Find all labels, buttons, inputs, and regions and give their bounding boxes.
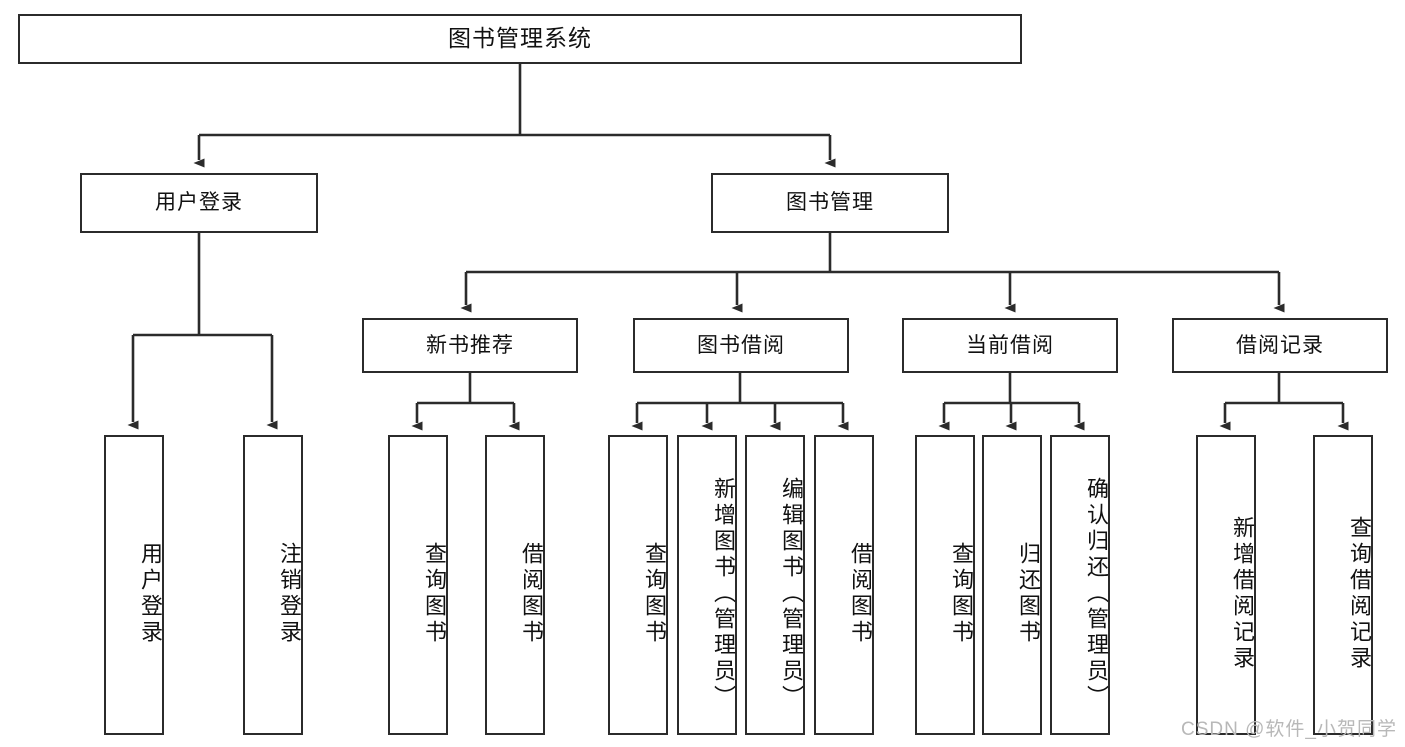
leaf-record-query-borrow-record[interactable]: 查询借阅记录 — [1313, 435, 1373, 735]
leaf-borrow-add-book-admin[interactable]: 新增图书（管理员） — [677, 435, 737, 735]
node-borrow-record[interactable]: 借阅记录 — [1172, 318, 1388, 373]
node-new-book-recommend[interactable]: 新书推荐 — [362, 318, 578, 373]
leaf-borrow-borrow-books[interactable]: 借阅图书 — [814, 435, 874, 735]
node-book-management[interactable]: 图书管理 — [711, 173, 949, 233]
leaf-user-login-signout[interactable]: 注销登录 — [243, 435, 303, 735]
leaf-user-login-signin[interactable]: 用户登录 — [104, 435, 164, 735]
leaf-label: 查询借阅记录 — [1347, 516, 1372, 672]
leaf-label: 新增借阅记录 — [1230, 516, 1255, 672]
leaf-label: 查询图书 — [642, 542, 667, 646]
node-root-system[interactable]: 图书管理系统 — [18, 14, 1022, 64]
leaf-label: 借阅图书 — [519, 542, 544, 646]
leaf-record-add-borrow-record[interactable]: 新增借阅记录 — [1196, 435, 1256, 735]
leaf-label: 查询图书 — [949, 542, 974, 646]
leaf-current-query-books[interactable]: 查询图书 — [915, 435, 975, 735]
node-current-borrow[interactable]: 当前借阅 — [902, 318, 1118, 373]
leaf-borrow-edit-book-admin[interactable]: 编辑图书（管理员） — [745, 435, 805, 735]
leaf-current-confirm-return-admin[interactable]: 确认归还（管理员） — [1050, 435, 1110, 735]
leaf-newbook-query-books[interactable]: 查询图书 — [388, 435, 448, 735]
csdn-watermark: CSDN @软件_小贺同学 — [1181, 719, 1397, 740]
leaf-current-return-books[interactable]: 归还图书 — [982, 435, 1042, 735]
node-book-borrow[interactable]: 图书借阅 — [633, 318, 849, 373]
leaf-label: 查询图书 — [422, 542, 447, 646]
leaf-label: 新增图书（管理员） — [711, 477, 736, 711]
leaf-label: 用户登录 — [138, 542, 163, 646]
leaf-label: 确认归还（管理员） — [1084, 477, 1109, 711]
leaf-label: 注销登录 — [277, 542, 302, 646]
leaf-newbook-borrow-books[interactable]: 借阅图书 — [485, 435, 545, 735]
leaf-borrow-query-books[interactable]: 查询图书 — [608, 435, 668, 735]
leaf-label: 归还图书 — [1016, 542, 1041, 646]
leaf-label: 编辑图书（管理员） — [779, 477, 804, 711]
node-user-login[interactable]: 用户登录 — [80, 173, 318, 233]
leaf-label: 借阅图书 — [848, 542, 873, 646]
